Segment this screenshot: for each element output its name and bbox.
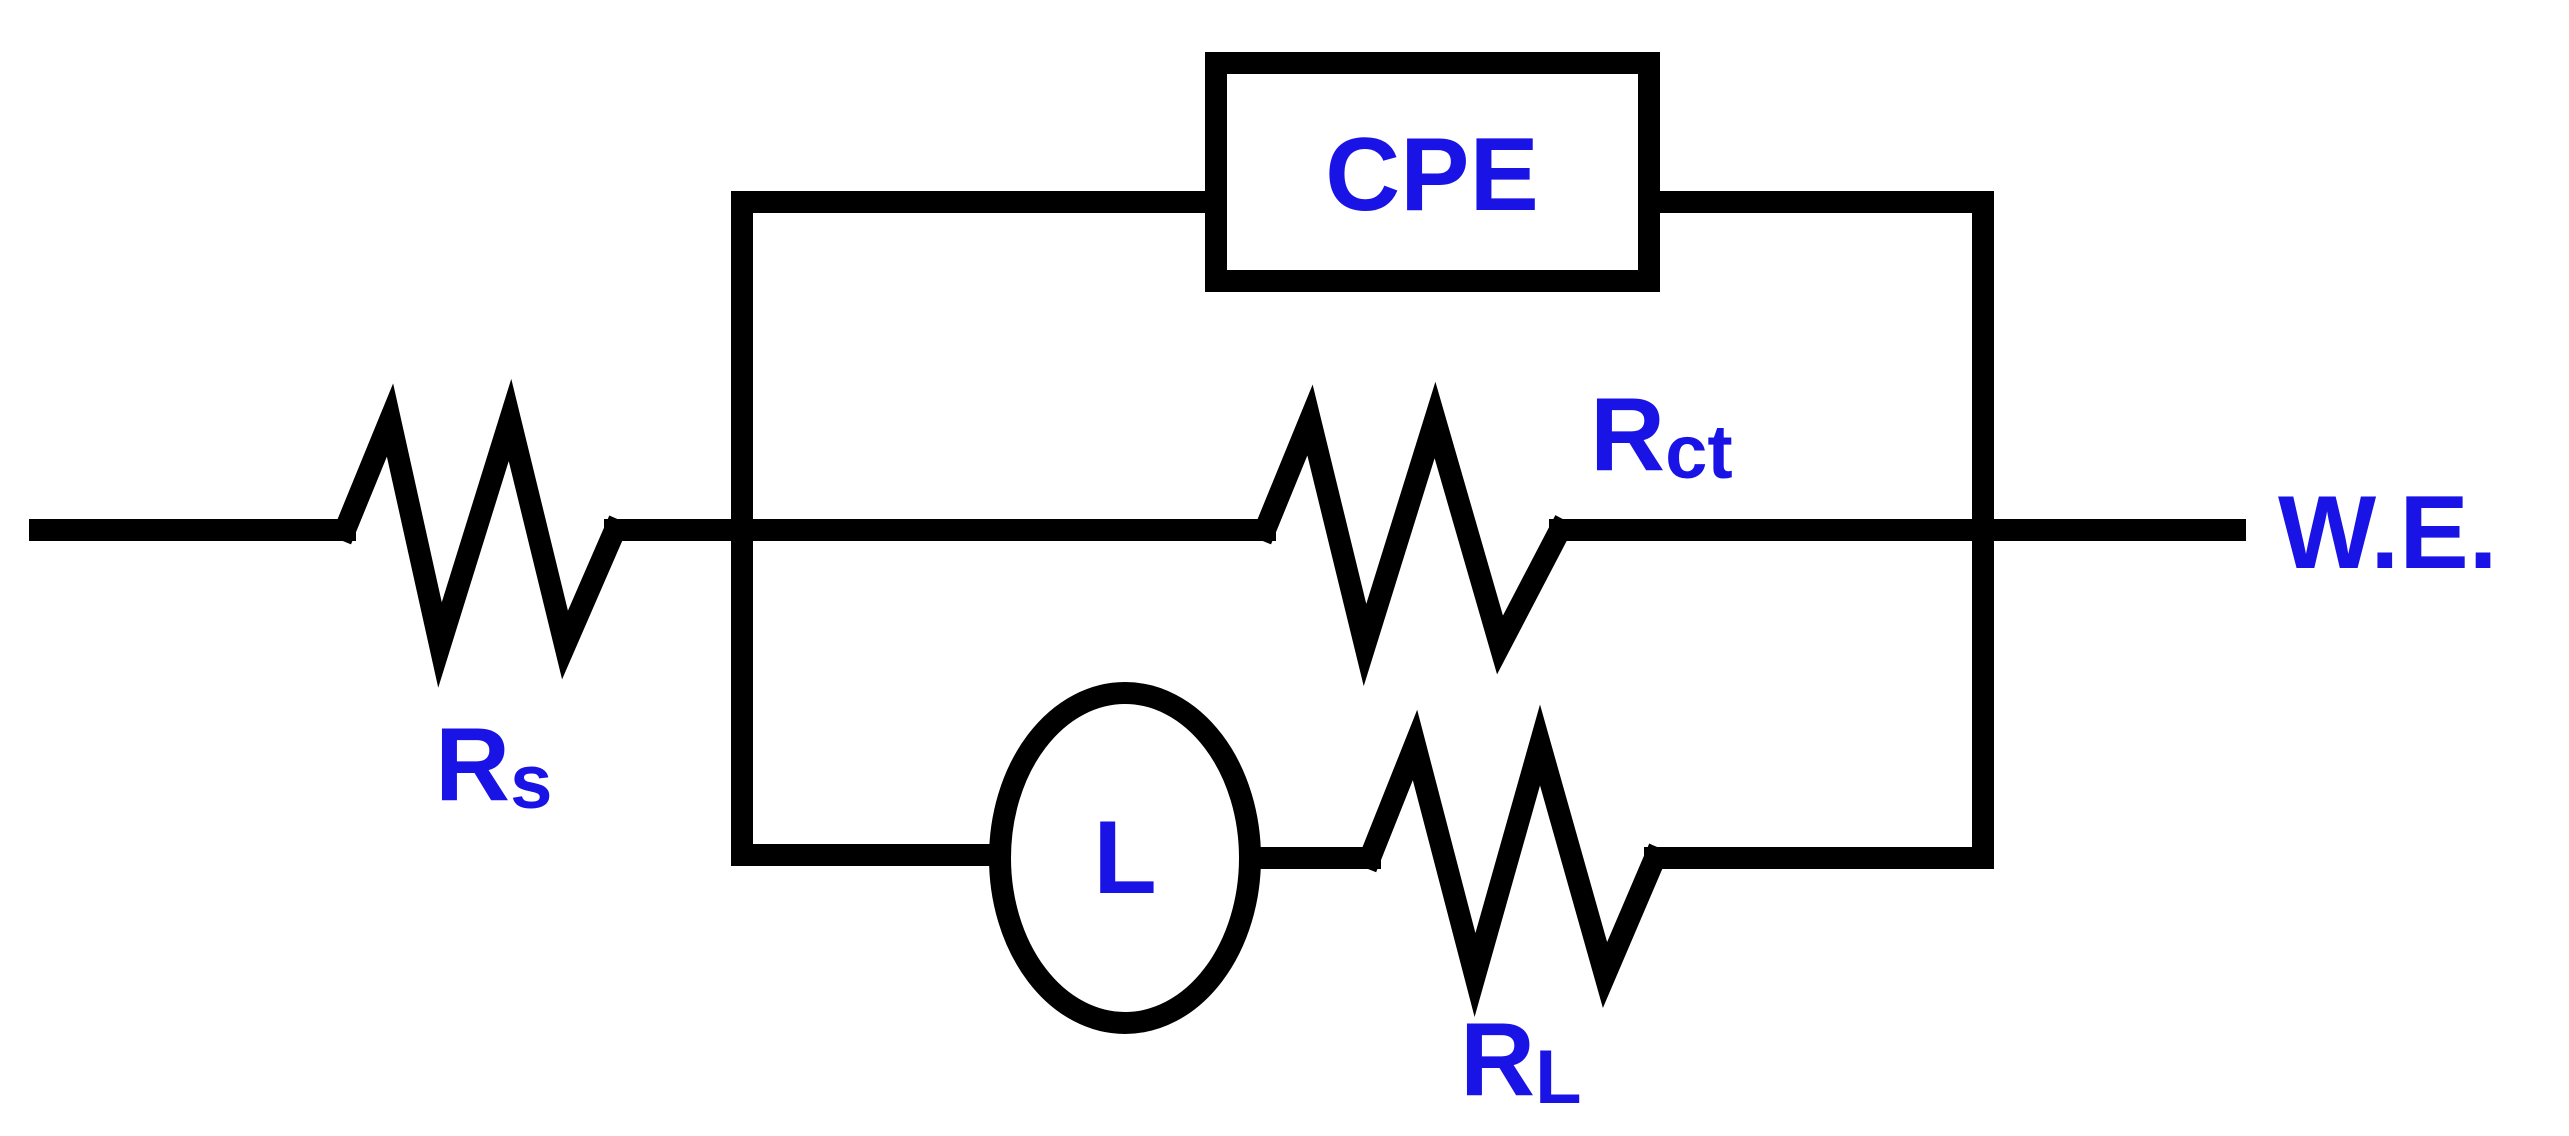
cpe-label: CPE [1325, 117, 1539, 233]
rs-label-symbol: R [435, 707, 510, 823]
rs-label-subscript: s [510, 740, 552, 825]
rl-label-symbol: R [1460, 1002, 1535, 1118]
rs-resistor [330, 378, 630, 688]
rct-label-symbol: R [1590, 377, 1665, 493]
inductor-label: L [1093, 800, 1157, 916]
working-electrode-label: W.E. [2278, 475, 2498, 591]
rl-label-subscript: L [1535, 1035, 1581, 1120]
rct-resistor [1250, 381, 1575, 687]
rct-label: Rct [1590, 377, 1733, 495]
rct-label-subscript: ct [1665, 410, 1733, 495]
rl-resistor [1355, 704, 1670, 1017]
rs-label: Rs [435, 707, 552, 825]
rl-label: RL [1460, 1002, 1582, 1120]
cpe-element-box [1205, 52, 1660, 292]
